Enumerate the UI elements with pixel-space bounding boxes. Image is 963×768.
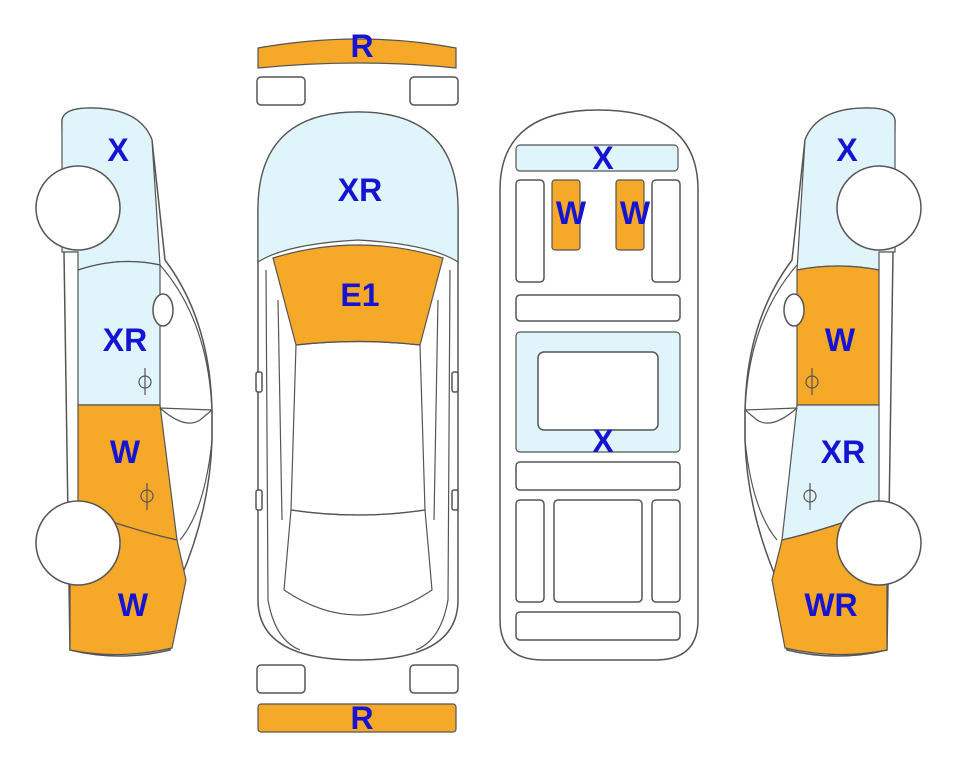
rear-center-compartment bbox=[553, 499, 643, 603]
left-rear-glass-line bbox=[159, 407, 213, 541]
right-rear-handle bbox=[803, 483, 817, 510]
right-mirror bbox=[451, 371, 459, 393]
right-front-handle bbox=[805, 368, 819, 395]
left-front-label: X bbox=[107, 132, 129, 168]
right-mirror-side bbox=[783, 293, 805, 327]
rear-right-compartment bbox=[651, 499, 681, 603]
seat-left-label: W bbox=[556, 195, 587, 231]
left-rear-door-label: W bbox=[110, 434, 141, 470]
left-rear-handle bbox=[140, 483, 154, 510]
interior-view: X W W X bbox=[499, 109, 699, 661]
right-rear-wheel bbox=[836, 500, 922, 586]
left-front-door-panel[interactable] bbox=[77, 260, 161, 406]
front-right-seat[interactable] bbox=[615, 179, 645, 251]
rear-right-light bbox=[409, 664, 459, 694]
right-side-view: X W XR WR bbox=[744, 107, 922, 657]
top-view-car: R XR E1 R bbox=[255, 28, 459, 736]
right-front-label: X bbox=[836, 132, 858, 168]
right-pillar-line bbox=[433, 299, 439, 521]
rear-window-outline bbox=[283, 509, 433, 616]
front-left-light bbox=[256, 76, 306, 106]
windshield-label: E1 bbox=[340, 277, 379, 313]
left-glass-line bbox=[159, 264, 213, 424]
right-side-compartment bbox=[651, 179, 681, 283]
middle-inner-box bbox=[537, 351, 659, 431]
right-rear-quarter-label: WR bbox=[804, 587, 857, 623]
right-front-door-panel[interactable] bbox=[796, 265, 880, 406]
left-body-line bbox=[265, 269, 301, 651]
right-rear-door-label: XR bbox=[821, 434, 865, 470]
seat-right-label: W bbox=[620, 195, 651, 231]
rear-bar bbox=[515, 461, 681, 491]
right-glass-line bbox=[744, 264, 798, 424]
left-pillar-line bbox=[277, 299, 283, 521]
console-bar bbox=[515, 294, 681, 322]
left-handle bbox=[255, 489, 263, 511]
left-side-view: X XR W W bbox=[35, 107, 213, 657]
right-body-line bbox=[415, 269, 451, 651]
right-front-door-label: W bbox=[825, 322, 856, 358]
front-right-light bbox=[409, 76, 459, 106]
rear-bumper-label: R bbox=[350, 700, 373, 736]
left-side-compartment bbox=[515, 179, 545, 283]
left-mirror bbox=[255, 371, 263, 393]
rear-bumper-panel[interactable] bbox=[257, 703, 457, 733]
front-bumper-label: R bbox=[350, 28, 373, 64]
rear-left-compartment bbox=[515, 499, 545, 603]
left-rear-wheel bbox=[35, 500, 121, 586]
left-rear-quarter-label: W bbox=[118, 587, 149, 623]
left-front-wheel bbox=[35, 165, 121, 251]
front-left-seat[interactable] bbox=[551, 179, 581, 251]
right-handle bbox=[451, 489, 459, 511]
trunk-bar bbox=[515, 611, 681, 641]
hood-label: XR bbox=[338, 172, 382, 208]
right-front-wheel bbox=[836, 165, 922, 251]
left-front-handle bbox=[138, 368, 152, 395]
interior-middle-label: X bbox=[592, 423, 614, 459]
interior-dash-label: X bbox=[592, 140, 614, 176]
dash-panel[interactable] bbox=[515, 144, 679, 172]
front-bumper-panel[interactable] bbox=[257, 38, 457, 69]
rear-left-light bbox=[256, 664, 306, 694]
left-mirror-side bbox=[152, 293, 174, 327]
right-rear-glass-line bbox=[744, 407, 798, 541]
left-front-door-label: XR bbox=[103, 322, 147, 358]
hood-panel[interactable] bbox=[257, 111, 459, 264]
